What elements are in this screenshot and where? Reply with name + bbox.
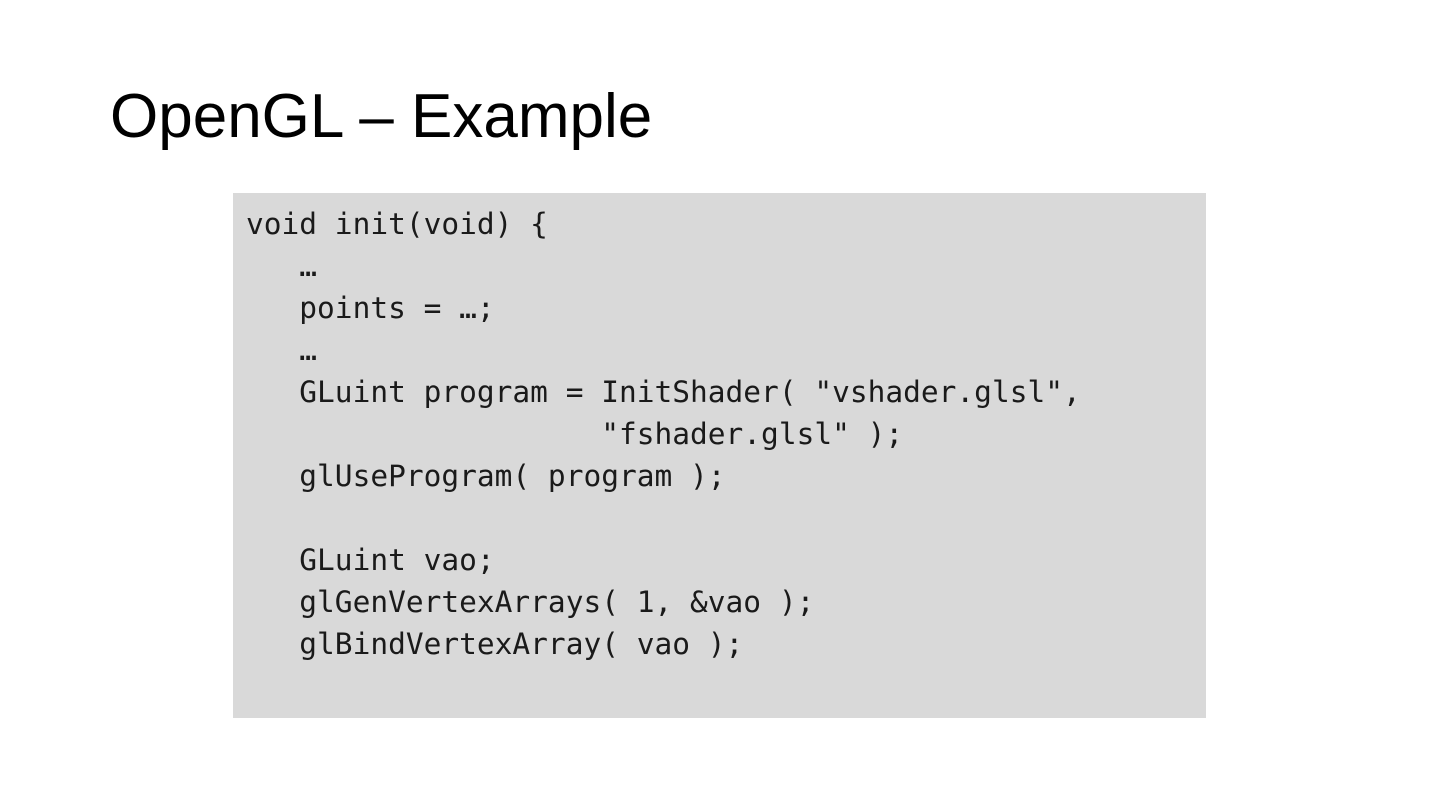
code-line: …	[246, 249, 318, 283]
code-line: GLuint vao;	[246, 543, 495, 577]
code-line: glUseProgram( program );	[246, 459, 726, 493]
code-line	[246, 707, 1206, 749]
code-line: points = …;	[246, 291, 495, 325]
code-line	[246, 497, 1206, 539]
code-line: "fshader.glsl" );	[246, 417, 904, 451]
code-line: GLuint program = InitShader( "vshader.gl…	[246, 375, 1081, 409]
page-title: OpenGL – Example	[110, 82, 653, 151]
code-line: …	[246, 333, 318, 367]
code-line: void init(void) {	[246, 207, 548, 241]
code-line: glGenVertexArrays( 1, &vao );	[246, 585, 815, 619]
code-listing: void init(void) { … points = …; … GLuint…	[246, 203, 1206, 749]
code-block: void init(void) { … points = …; … GLuint…	[233, 193, 1206, 718]
code-line	[246, 665, 1206, 707]
code-line: glBindVertexArray( vao );	[246, 627, 744, 661]
